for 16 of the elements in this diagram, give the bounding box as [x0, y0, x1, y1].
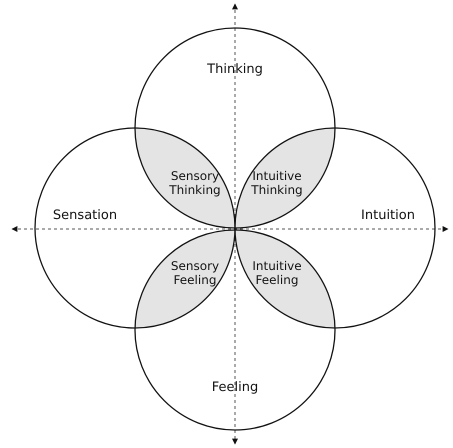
circle-label: Intuition: [361, 209, 415, 223]
circle: [235, 128, 435, 328]
overlap-region: [135, 128, 235, 228]
overlap-label: Sensory Feeling: [170, 259, 220, 287]
circle-label: Sensation: [52, 209, 118, 223]
circle: [35, 128, 235, 328]
overlap-label: Sensory Thinking: [168, 169, 222, 197]
overlap-region: [135, 228, 235, 330]
overlap-label: Intuitive Thinking: [250, 169, 304, 197]
overlap-label: Intuitive Feeling: [251, 259, 303, 287]
circle-label: Feeling: [212, 381, 258, 395]
circle-label: Thinking: [207, 63, 263, 77]
circle: [135, 230, 335, 430]
overlap-region: [235, 128, 335, 228]
overlap-region: [235, 228, 335, 330]
circle: [135, 28, 335, 228]
